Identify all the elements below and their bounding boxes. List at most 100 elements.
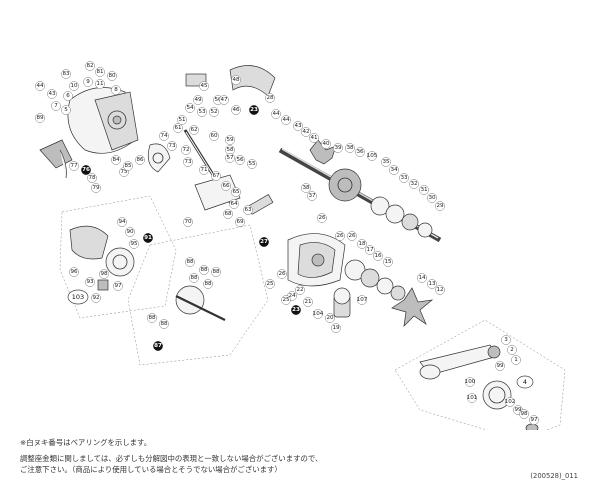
callout-43: 43: [47, 89, 57, 99]
callout-6: 6: [63, 91, 73, 101]
callout-40: 40: [321, 139, 331, 149]
callout-number: 95: [130, 241, 138, 247]
callout-73: 73: [167, 141, 177, 151]
callout-number: 85: [124, 163, 132, 169]
callout-number: 67: [212, 173, 220, 179]
callout-88: 88: [189, 273, 199, 283]
callout-number: 56: [236, 157, 244, 163]
callout-86: 86: [135, 155, 145, 165]
callout-number: 74: [160, 133, 168, 139]
callout-marker: [87, 173, 97, 183]
callout-66: 66: [221, 181, 231, 191]
callout-marker: [135, 155, 145, 165]
callout-1: 1: [511, 355, 521, 365]
callout-67: 67: [211, 171, 221, 181]
diagram-code: (200528)_011: [530, 472, 578, 480]
callout-63: 63: [243, 205, 253, 215]
callout-marker: [467, 393, 477, 403]
callout-marker: [247, 159, 257, 169]
callout-number: 88: [186, 259, 194, 265]
callout-105: 105: [367, 151, 378, 161]
callout-marker: [219, 95, 229, 105]
callout-marker: [183, 157, 193, 167]
callout-56: 56: [235, 155, 245, 165]
callout-number: 38: [302, 185, 310, 191]
callout-marker: [189, 273, 199, 283]
handle-nut: [487, 345, 501, 359]
callout-marker: [107, 71, 117, 81]
callout-marker: [309, 133, 319, 143]
adjust-note-line2: ご注意下さい。（商品により使用している場合とそうでない場合がございます）: [20, 465, 282, 474]
callout-marker: [529, 415, 539, 425]
group-labels: 103 4: [67, 289, 534, 389]
callout-15: 15: [383, 257, 393, 267]
callout-number: 26: [336, 233, 344, 239]
callout-marker: [159, 319, 169, 329]
callout-marker: [229, 199, 239, 209]
callout-42: 42: [301, 127, 311, 137]
callout-marker: [199, 81, 209, 91]
callout-number: 29: [436, 203, 444, 209]
callout-number: 99: [496, 363, 504, 369]
callout-number: 78: [88, 175, 96, 181]
callout-number: 42: [302, 129, 309, 135]
callout-marker: [495, 361, 505, 371]
callout-number: 92: [92, 295, 99, 301]
callout-marker: [265, 279, 275, 289]
callout-marker: [295, 285, 305, 295]
callout-number: 12: [436, 287, 443, 293]
callout-82: 82: [85, 61, 95, 71]
callout-number: 40: [322, 141, 330, 147]
callout-number: 15: [384, 259, 392, 265]
callout-91: 91: [143, 233, 153, 243]
callout-number: 88: [212, 269, 220, 275]
callout-marker: [399, 173, 409, 183]
callout-number: 100: [465, 379, 476, 385]
callout-number: 73: [168, 143, 176, 149]
callout-31: 31: [419, 185, 429, 195]
callout-number: 88: [200, 267, 208, 273]
callout-101: 101: [467, 393, 478, 403]
callout-54: 54: [185, 103, 195, 113]
callout-number: 50: [214, 97, 222, 103]
callout-22: 22: [295, 285, 305, 295]
callout-84: 84: [111, 155, 121, 165]
bearing-note: ※白ヌキ番号はベアリングを示します。: [20, 438, 152, 447]
drive-gear-inner: [337, 177, 353, 193]
callout-89: 89: [35, 113, 45, 123]
callout-number: 5: [64, 107, 68, 113]
callout-marker: [235, 155, 245, 165]
callout-marker: [519, 409, 529, 419]
callout-marker: [345, 143, 355, 153]
callout-number: 98: [100, 271, 108, 277]
handle-knob-cap-small: [525, 423, 539, 430]
clutch-cam: [147, 143, 171, 173]
callout-number: 11: [96, 81, 104, 87]
callout-number: 97: [530, 417, 538, 423]
part-shapes: [39, 65, 539, 430]
callout-29: 29: [435, 201, 445, 211]
callout-number: 65: [232, 189, 240, 195]
star-drag: [391, 287, 434, 327]
callout-number: 3: [504, 337, 508, 343]
callout-marker: [35, 81, 45, 91]
callout-number: 44: [272, 111, 280, 117]
callout-number: 68: [224, 211, 232, 217]
callout-marker: [417, 273, 427, 283]
callout-88: 88: [199, 265, 209, 275]
callout-marker: [85, 277, 95, 287]
callout-44: 44: [281, 115, 291, 125]
callout-26: 26: [277, 269, 287, 279]
callout-number: 43: [294, 123, 302, 129]
callout-number: 23: [250, 107, 258, 113]
callout-marker: [83, 77, 93, 87]
frame-gear-ring: [107, 110, 127, 130]
callout-marker: [325, 313, 335, 323]
drive-gear: [328, 168, 362, 202]
callout-87: 87: [153, 341, 163, 351]
callout-number: 96: [70, 269, 78, 275]
callout-number: 77: [70, 163, 78, 169]
callout-number: 38: [346, 145, 354, 151]
callout-marker: [123, 161, 133, 171]
callout-marker: [197, 107, 207, 117]
